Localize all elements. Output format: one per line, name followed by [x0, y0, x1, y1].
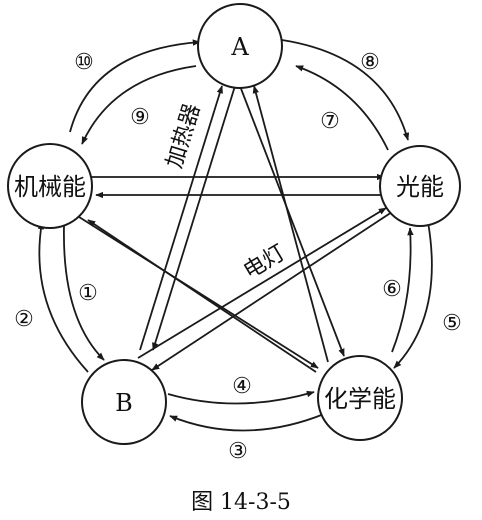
edge-5-light-to-chem: [393, 221, 433, 369]
edge-1-mech-to-b: [63, 225, 105, 361]
node-chemical-energy-label: 化学能: [324, 385, 396, 413]
curved-edges: [37, 39, 433, 432]
edge-8-a-to-light: [281, 39, 410, 141]
edge-9-a-to-mech: [81, 65, 197, 145]
node-a-label: A: [230, 33, 249, 61]
edge-label-8: ⑧: [360, 50, 380, 75]
edge-label-1: ①: [78, 281, 98, 306]
edge-b-to-a: [139, 85, 223, 351]
node-light-energy: 光能: [379, 145, 461, 227]
edge-label-7: ⑦: [320, 109, 340, 134]
edge-label-4: ④: [232, 374, 252, 399]
edge-6-chem-to-light: [391, 227, 414, 353]
edge-2-b-to-mech: [37, 221, 89, 373]
edge-b-to-light: [137, 207, 387, 359]
edge-chem-to-a: [252, 85, 329, 363]
figure-caption: 图 14-3-5: [191, 490, 291, 515]
node-mechanical-energy-label: 机械能: [14, 173, 86, 201]
node-b-label: B: [115, 389, 133, 417]
edge-label-9: ⑨: [130, 105, 150, 130]
edge-3-chem-to-b: [169, 413, 325, 432]
edge-label-10: ⑩: [74, 50, 94, 75]
edge-a-to-b: [152, 85, 236, 351]
edges: [67, 85, 393, 373]
node-b: B: [81, 359, 167, 445]
node-light-energy-label: 光能: [396, 173, 444, 201]
edge-chem-to-mech: [87, 219, 317, 373]
edge-label-6: ⑥: [382, 277, 402, 302]
edge-a-to-chem: [239, 85, 345, 357]
edge-label-2: ②: [14, 307, 34, 332]
edge-7-light-to-a: [295, 65, 389, 151]
edge-10-mech-to-a: [69, 39, 201, 133]
edge-label-5: ⑤: [442, 311, 462, 336]
edge-4-b-to-chem: [167, 390, 315, 405]
edge-light-to-b: [151, 211, 393, 371]
edge-labels: ⑩ ⑨ ⑧ ⑦ ⑥ ⑤ ④ ③ ② ①: [14, 50, 462, 464]
node-a: A: [197, 3, 283, 89]
edge-label-3: ③: [228, 439, 248, 464]
node-chemical-energy: 化学能: [317, 355, 403, 441]
annotation-lamp: 电灯: [239, 240, 290, 284]
node-mechanical-energy: 机械能: [7, 143, 93, 229]
